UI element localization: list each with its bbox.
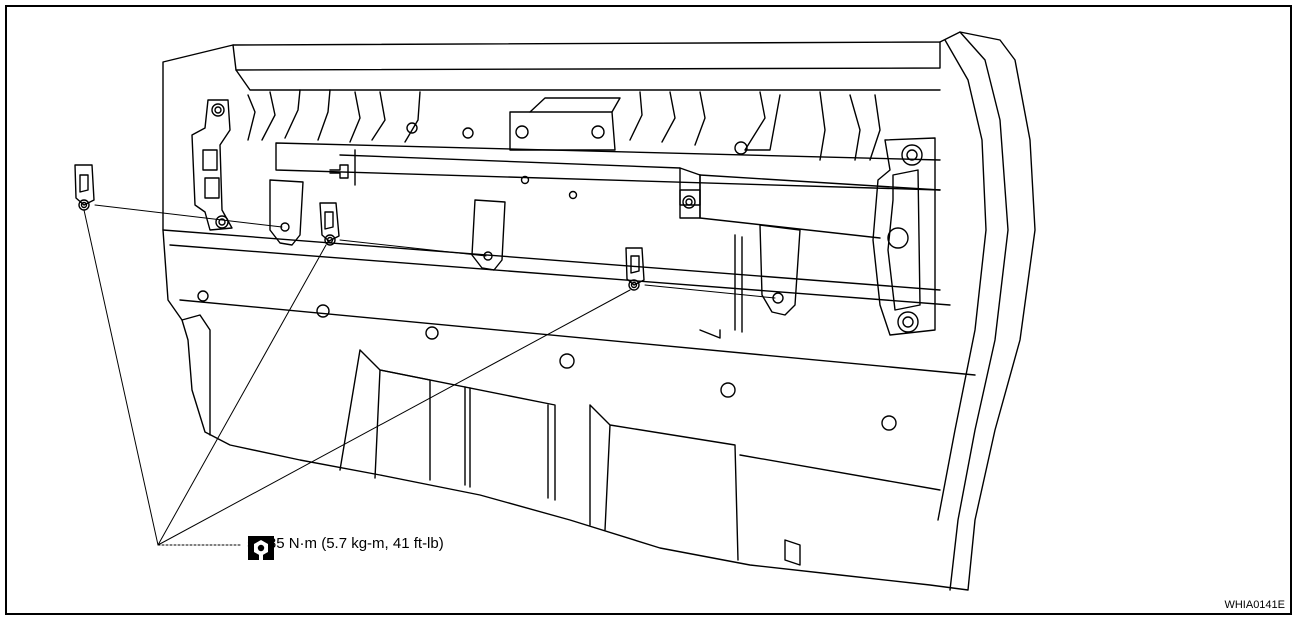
top-rim xyxy=(232,41,941,71)
right-mount-bracket xyxy=(872,137,936,336)
torque-callout: 55.85 N·m (5.7 kg-m, 41 ft-lb) xyxy=(247,535,444,560)
torque-value: 55.85 N·m (5.7 kg-m, 41 ft-lb) xyxy=(247,535,444,552)
top-center-plate xyxy=(509,111,616,151)
bolt-3 xyxy=(625,247,645,291)
stud xyxy=(329,164,349,179)
panel-outline xyxy=(162,31,1036,591)
bolt-2 xyxy=(319,202,340,246)
right-flange xyxy=(949,31,1009,591)
bolt-1 xyxy=(74,164,95,211)
lower-opening-right xyxy=(589,404,739,561)
cross-rail xyxy=(275,142,941,191)
leader-lines xyxy=(83,209,631,546)
left-mount-bracket xyxy=(191,99,233,231)
tab-right xyxy=(759,224,801,316)
figure-code: WHIA0141E xyxy=(1224,599,1285,611)
lower-opening-left xyxy=(339,349,556,501)
tab-left xyxy=(269,179,304,246)
torque-wrench-icon xyxy=(248,536,274,560)
